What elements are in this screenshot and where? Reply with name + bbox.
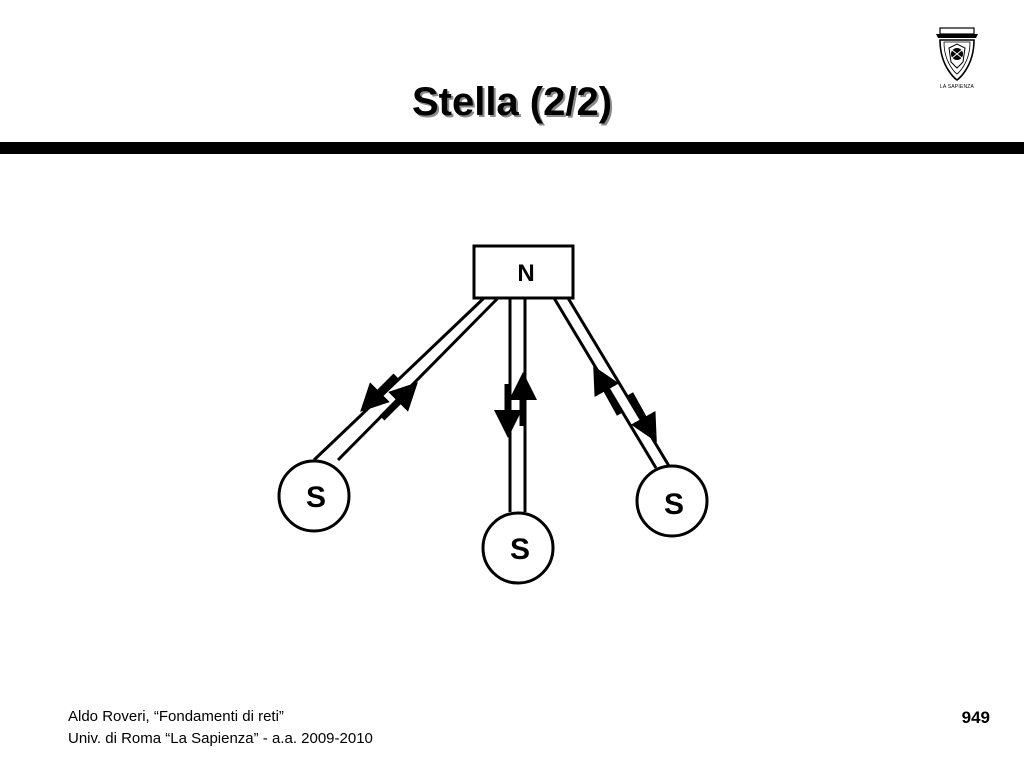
arrow-right-down [626,392,657,443]
link-right [552,297,671,469]
arrow-right-up [593,365,624,416]
station-right-label: S [664,488,684,521]
hub-node: N [472,244,575,300]
station-left-label: S [306,481,326,514]
page-number: 949 [961,708,990,727]
station-right: S [635,464,709,538]
hub-node-label: N [517,260,534,287]
title-divider [0,142,1024,154]
arrow-left-down [360,373,399,412]
slide-title: Stella (2/2) [411,80,613,124]
footer-institution: Univ. di Roma “La Sapienza” - a.a. 2009-… [68,730,373,747]
station-middle-label: S [510,533,530,566]
station-left: S [277,459,351,533]
station-middle: S [481,511,555,585]
logo-caption: LA SAPIENZA [939,84,975,90]
link-left [312,296,500,462]
arrow-left-up [379,382,418,421]
university-seal-icon [936,27,978,81]
footer-author: Aldo Roveri, “Fondamenti di reti” [68,708,284,725]
